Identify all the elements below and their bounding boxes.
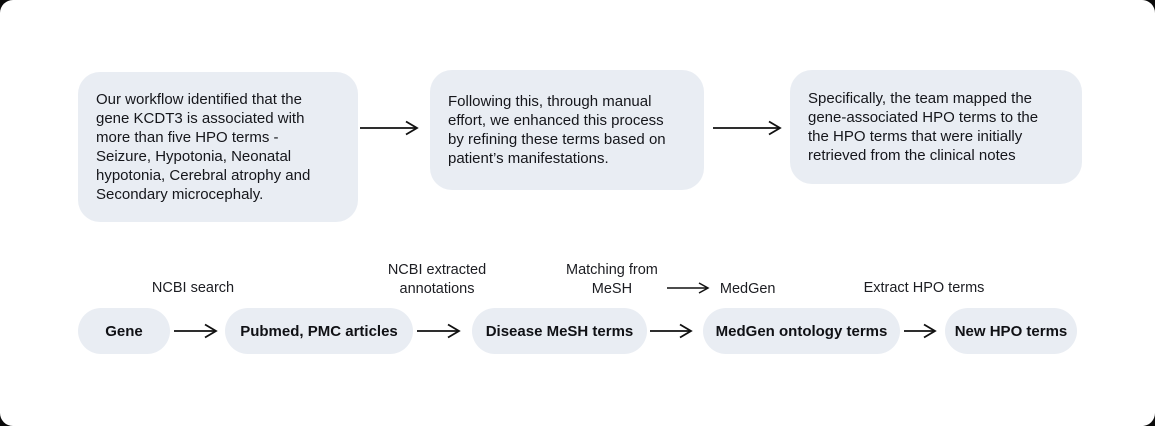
- arrow-disease-medgen-icon: [650, 323, 694, 339]
- arrow-pubmed-disease-icon: [417, 323, 462, 339]
- arrow-medgen-newhpo-icon: [904, 323, 938, 339]
- workflow-step-1-text: Our workflow identified that the gene KC…: [96, 91, 311, 203]
- workflow-step-1-box: Our workflow identified that the gene KC…: [78, 72, 358, 222]
- workflow-step-3-text: Specifically, the team mapped the gene-a…: [808, 90, 1039, 164]
- edge-label-extract-hpo-terms: Extract HPO terms: [863, 280, 985, 296]
- node-new-hpo-terms: New HPO terms: [945, 308, 1077, 354]
- node-disease-mesh-terms: Disease MeSH terms: [472, 308, 647, 354]
- node-pubmed-pmc-articles-label: Pubmed, PMC articles: [240, 322, 398, 340]
- arrow-mesh-medgen-icon: [666, 282, 710, 294]
- arrow-gene-pubmed-icon: [174, 323, 219, 339]
- workflow-step-2-box: Following this, through manual effort, w…: [430, 70, 704, 190]
- edge-label-ncbi-search: NCBI search: [151, 280, 235, 296]
- arrow-step1-step2-icon: [360, 120, 420, 136]
- edge-label-ncbi-extracted-annotations: NCBI extracted annotations: [387, 262, 487, 297]
- node-gene-label: Gene: [105, 322, 143, 340]
- edge-label-matching-mesh-medgen: Matching from MeSH MedGen: [566, 261, 776, 299]
- node-disease-mesh-terms-label: Disease MeSH terms: [485, 322, 634, 340]
- workflow-step-3-box: Specifically, the team mapped the gene-a…: [790, 70, 1082, 184]
- workflow-step-2-text: Following this, through manual effort, w…: [448, 93, 666, 167]
- arrow-step2-step3-icon: [713, 120, 783, 136]
- node-medgen-ontology-terms: MedGen ontology terms: [703, 308, 900, 354]
- node-gene: Gene: [78, 308, 170, 354]
- edge-label-matching-from: Matching from MeSH: [566, 262, 658, 297]
- edge-label-matching-to: MedGen: [719, 281, 776, 297]
- node-new-hpo-terms-label: New HPO terms: [954, 322, 1068, 340]
- node-pubmed-pmc-articles: Pubmed, PMC articles: [225, 308, 413, 354]
- node-medgen-ontology-terms-label: MedGen ontology terms: [715, 322, 888, 340]
